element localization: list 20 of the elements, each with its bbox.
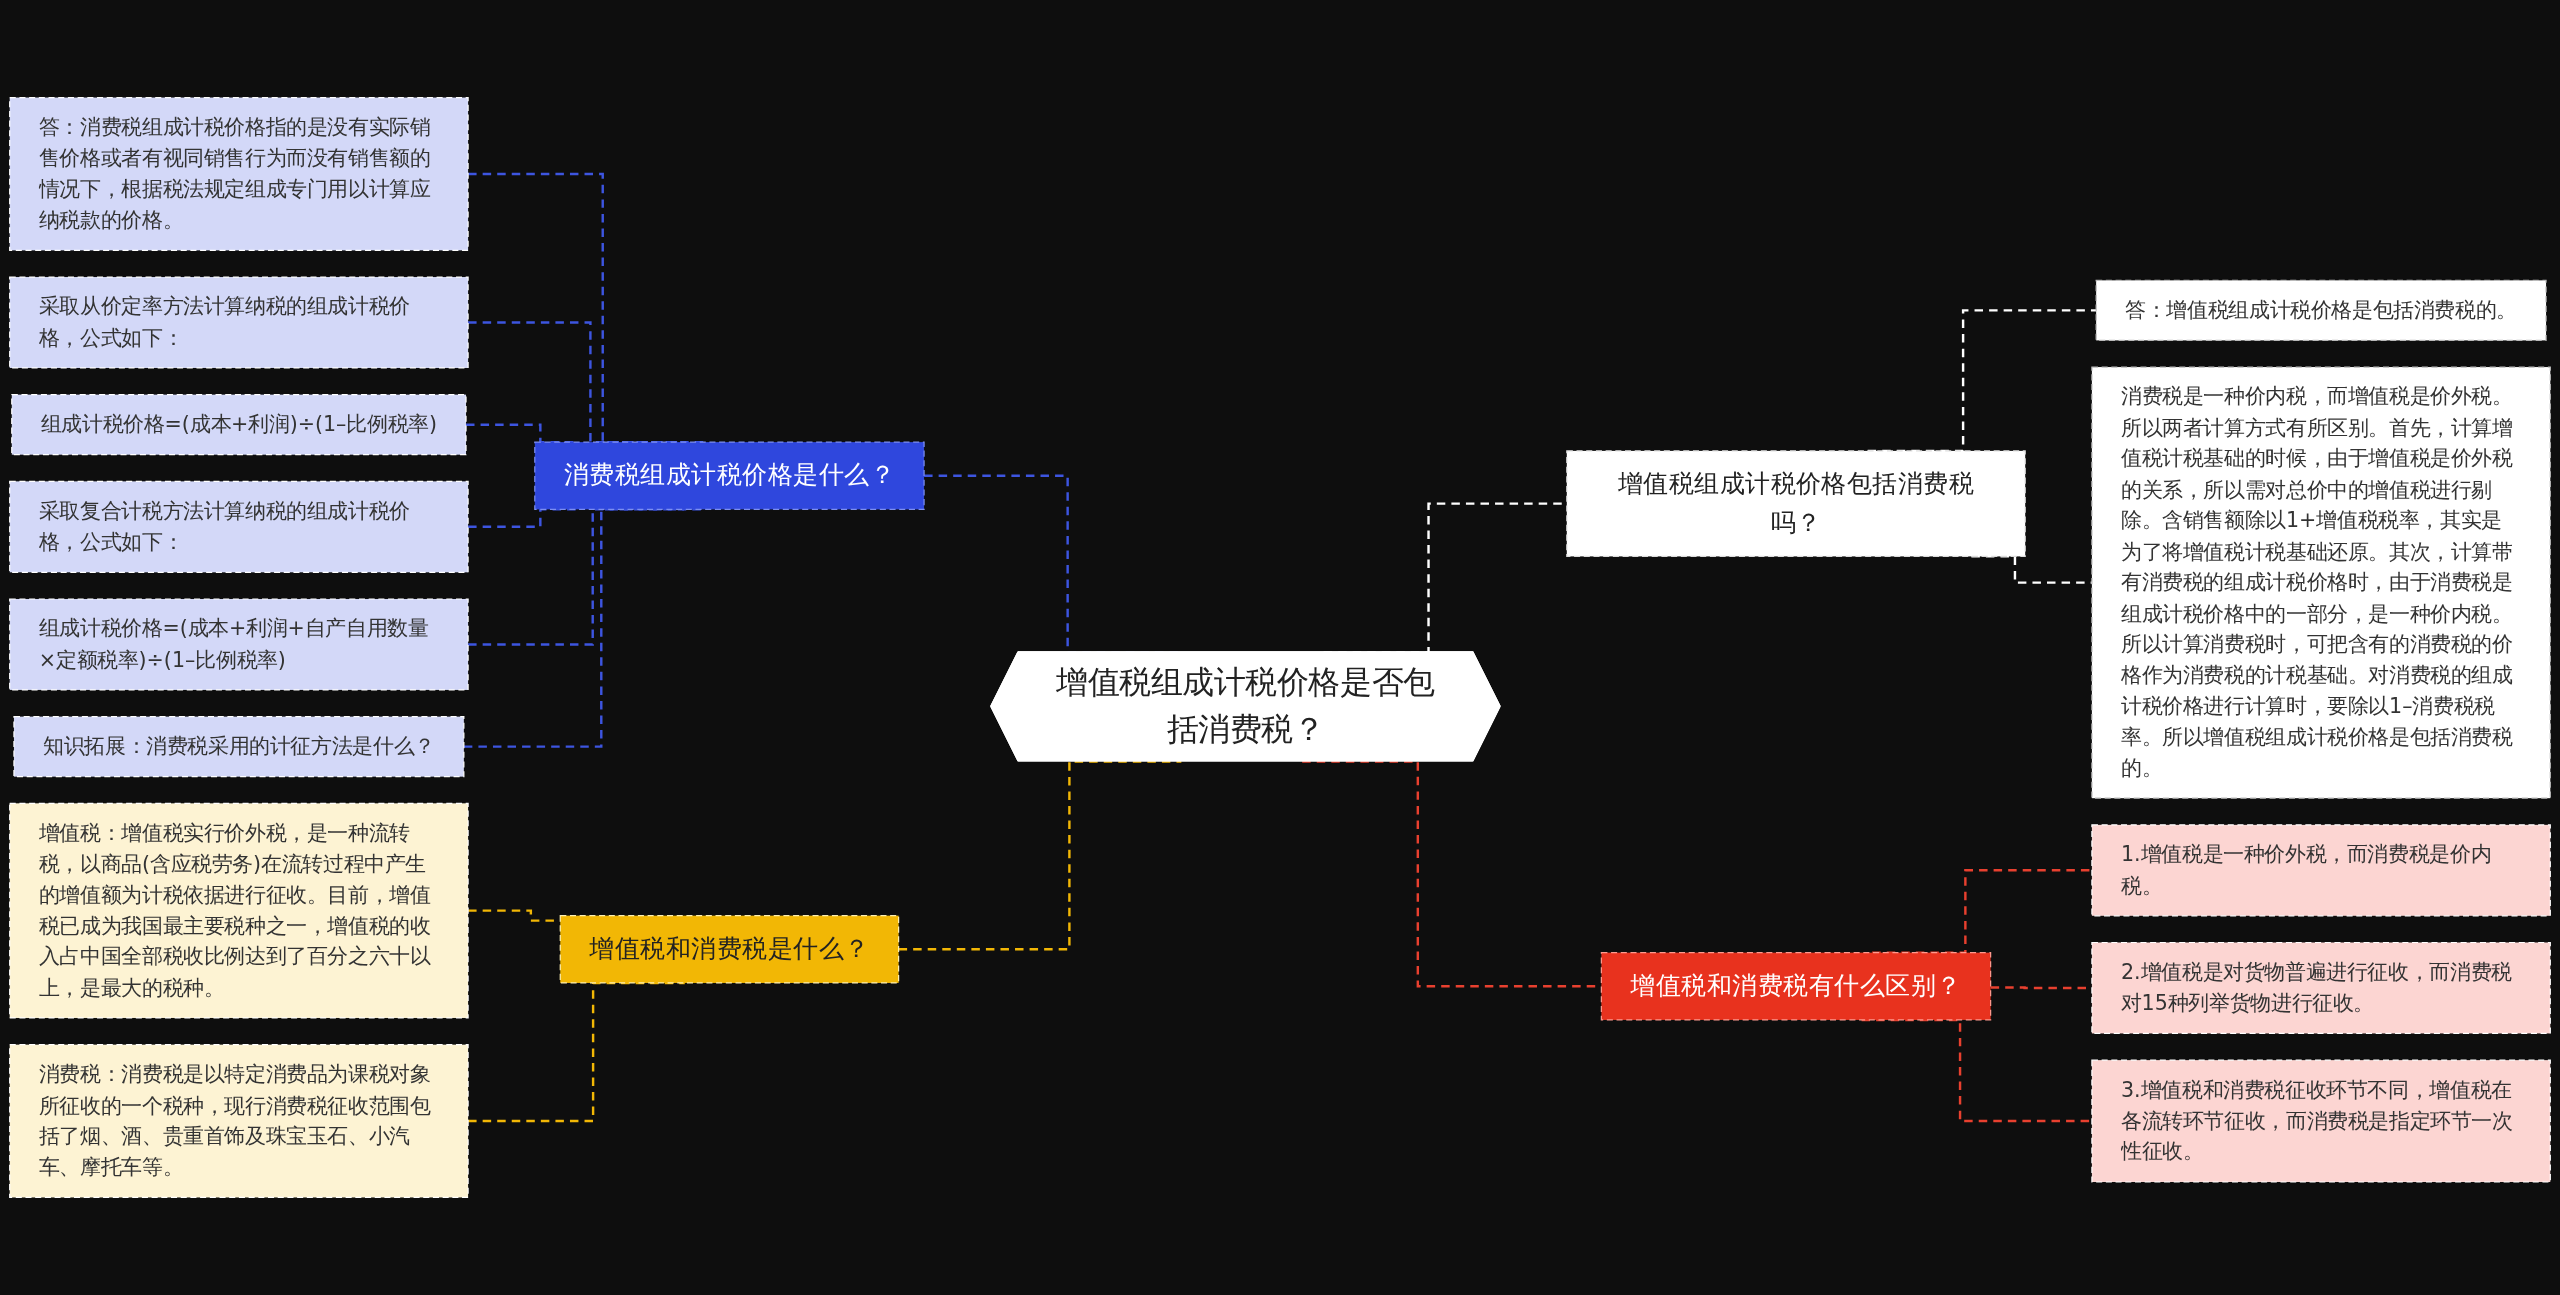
node-box: 答：增值税组成计税价格是包括消费税的。 <box>2095 279 2547 341</box>
node-box: 组成计税价格=(成本+利润+自产自用数量×定额税率)÷(1–比例税率) <box>9 598 469 691</box>
connector <box>898 760 1182 951</box>
node-box: 消费税组成计税价格是什么？ <box>534 441 925 510</box>
connector <box>468 981 685 1123</box>
node-box: 答：消费税组成计税价格指的是没有实际销售价格或者有视同销售行为而没有销售额的情况下，根据税法规定组成专门用以计算应纳税款的价格。 <box>9 96 469 251</box>
connector <box>1861 1018 2092 1123</box>
node-box: 增值税和消费税是什么？ <box>559 915 900 984</box>
node-box: 采取从价定率方法计算纳税的组成计税价格，公式如下： <box>9 276 469 369</box>
node-box: 组成计税价格=(成本+利润)÷(1–比例税率) <box>11 394 467 456</box>
node-box: 1.增值税是一种价外税，而消费税是价内税。 <box>2091 824 2551 917</box>
node-box: 知识拓展：消费税采用的计征方法是什么？ <box>13 716 465 778</box>
node-box: 采取复合计税方法计算纳税的组成计税价格，公式如下： <box>9 480 469 573</box>
node-box: 增值税组成计税价格包括消费税吗？ <box>1566 450 2026 557</box>
node-box: 消费税是一种价内税，而增值税是价外税。所以两者计算方式有所区别。首先，计算增值税计税基础的时候，由于增值税是价外税的关系，所以需对总价中的增值税进行剔除。含销售额除以1+增值税税率，其实是为了将增值税计税基础还原。其次，计算带有消费税的组成计税价格时，由于消费税是组成计税价格中的一部分，是一种价内税。所以计算消费税时，可把含有的消费税的价格作为消费税的计税基础。对消费税的组成计税价格进行计算时，要除以1–消费税税率。所以增值税组成计税价格是包括消费税的。 <box>2091 366 2551 799</box>
node-box: 增值税和消费税有什么区别？ <box>1600 952 1992 1021</box>
node-box: 3.增值税和消费税征收环节不同，增值税在各流转环节征收，而消费税是指定环节一次性征收。 <box>2091 1059 2551 1183</box>
node-box: 增值税：增值税实行价外税，是一种流转税，以商品(含应税劳务)在流转过程中产生的增值额为计税依据进行征收。目前，增值税已成为我国最主要税种之一，增值税的收入占中国全部税收比例达到了百分之六十以上，是最大的税种。 <box>9 802 469 1019</box>
node-box: 2.增值税是对货物普遍进行征收，而消费税对15种列举货物进行征收。 <box>2091 941 2551 1035</box>
node-box: 消费税：消费税是以特定消费品为课税对象所征收的一个税种，现行消费税征收范围包括了烟、酒、贵重首饰及珠宝玉石、小汽车、摩托车等。 <box>9 1044 469 1199</box>
